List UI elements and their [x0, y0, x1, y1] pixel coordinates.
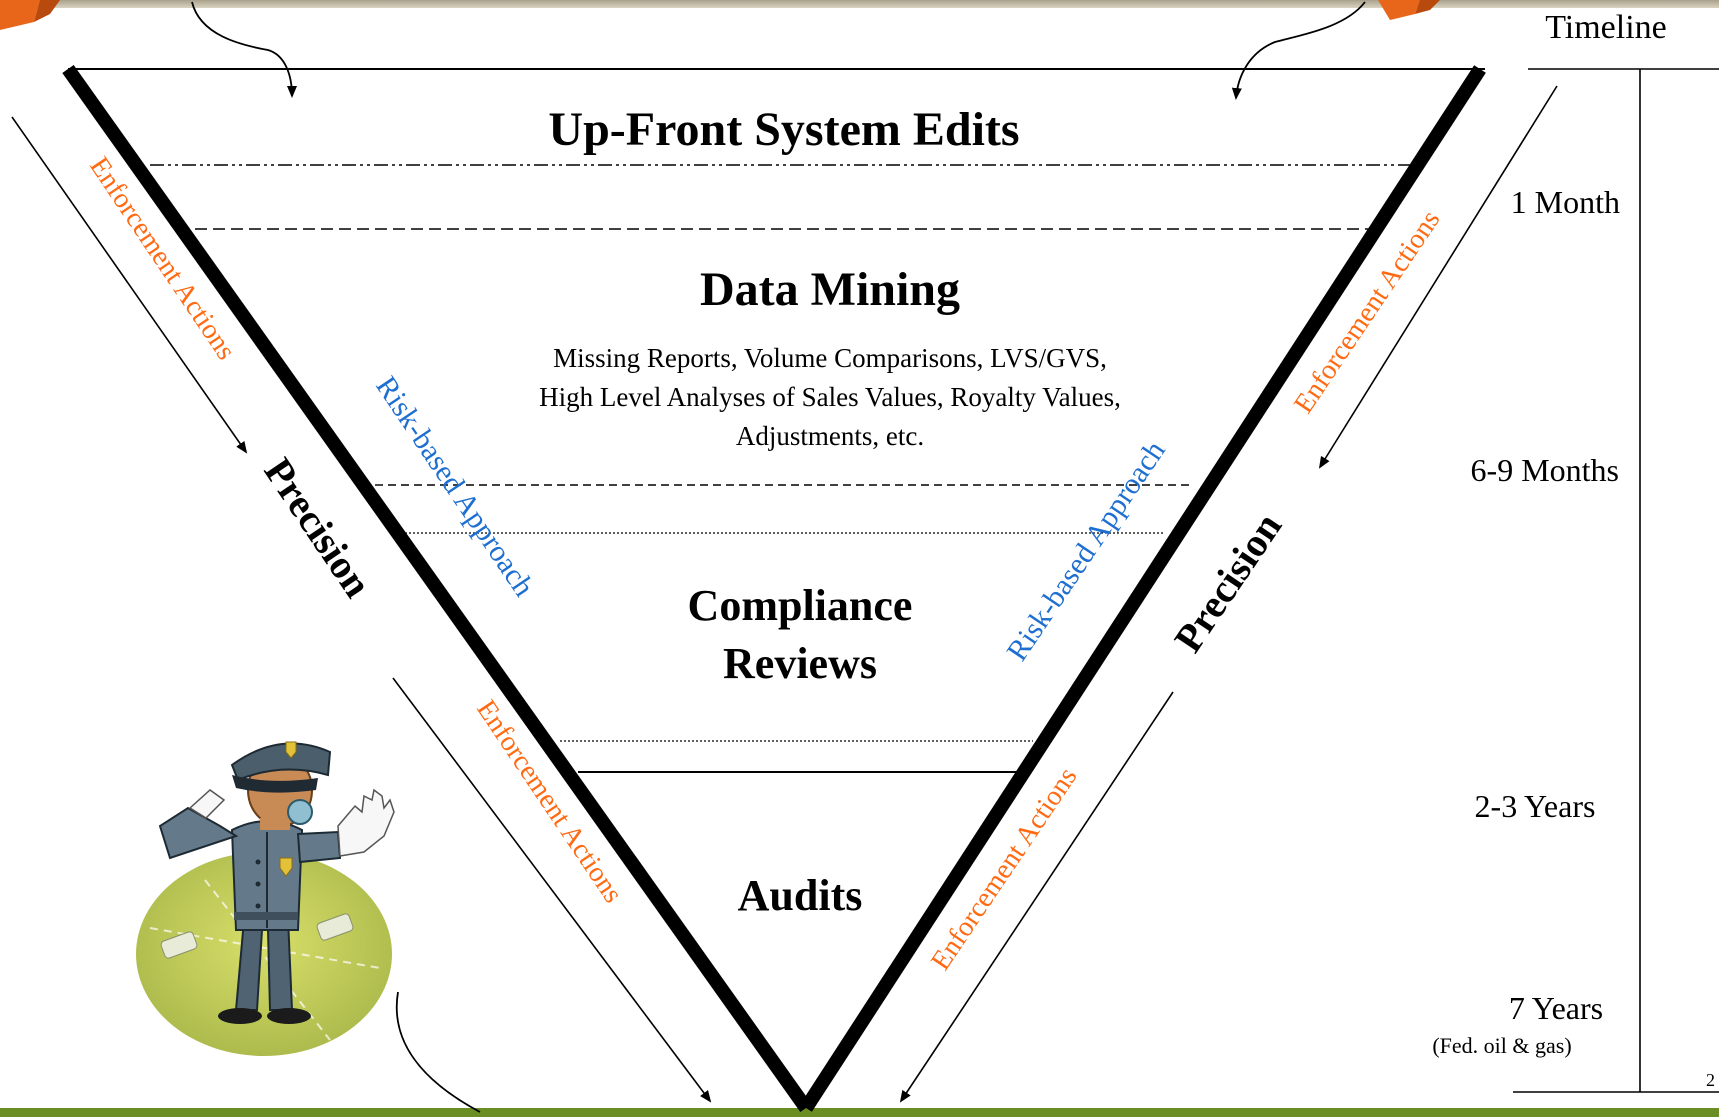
curve-arrow-bottom — [395, 991, 481, 1113]
header-band — [0, 0, 1719, 8]
orange-block-icon — [1378, 0, 1440, 20]
data-mining-desc-line-2: High Level Analyses of Sales Values, Roy… — [539, 382, 1121, 412]
timeline-mark-2-3-years: 2-3 Years — [1475, 788, 1596, 824]
level-compliance-title-line-2: Reviews — [723, 639, 877, 688]
traffic-officer-clipart — [136, 741, 395, 1056]
timeline-note: (Fed. oil & gas) — [1432, 1033, 1571, 1058]
risk-label-left: Risk-based Approach — [369, 370, 540, 602]
arrow-top-left — [11, 116, 248, 454]
level-data-mining-title: Data Mining — [700, 263, 960, 316]
timeline-mark-6-9-months: 6-9 Months — [1471, 452, 1619, 488]
data-mining-desc-line-3: Adjustments, etc. — [736, 421, 924, 451]
timeline-header: Timeline — [1545, 9, 1667, 46]
funnel-right-side — [800, 65, 1486, 1112]
incoming-arrow-right — [1231, 1, 1366, 100]
enforcement-label-bottom-left: Enforcement Actions — [470, 695, 628, 909]
timeline-mark-1-month: 1 Month — [1511, 184, 1620, 220]
level-audits-title: Audits — [738, 871, 863, 920]
arrow-top-right — [1318, 85, 1558, 469]
footer-bar — [0, 1108, 1719, 1117]
risk-label-right: Risk-based Approach — [1000, 435, 1171, 667]
data-mining-desc-line-1: Missing Reports, Volume Comparisons, LVS… — [553, 343, 1107, 373]
arrow-bottom-right — [899, 691, 1174, 1103]
arrow-bottom-left — [392, 677, 712, 1103]
level-compliance-title-line-1: Compliance — [688, 581, 913, 630]
incoming-arrow-left — [191, 1, 297, 98]
orange-block-icon — [0, 0, 60, 30]
page-number: 2 — [1706, 1070, 1715, 1090]
timeline-mark-7-years: 7 Years — [1509, 990, 1603, 1026]
level-upfront-title: Up-Front System Edits — [548, 103, 1019, 156]
funnel-left-side — [62, 64, 812, 1113]
